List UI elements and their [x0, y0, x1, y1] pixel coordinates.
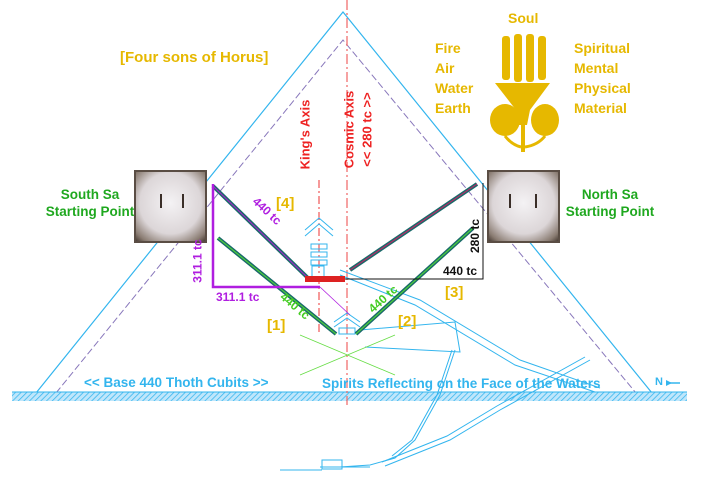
plane-item: Physical: [574, 80, 631, 96]
south-sa-line2: Starting Point: [45, 204, 135, 219]
black-triangle: [345, 183, 484, 280]
black-horizontal-measure: 440 tc: [443, 264, 478, 278]
shaft-3-label: [3]: [445, 284, 464, 301]
elements-list: Fire Air Water Earth: [435, 38, 473, 118]
element-item: Earth: [435, 100, 471, 116]
north-sa-label: North Sa Starting Point: [550, 186, 670, 220]
purple-vertical-measure: 311.1 tc: [190, 239, 205, 283]
north-sa-line1: North Sa: [581, 187, 639, 202]
north-sa-image: [487, 170, 560, 243]
plane-item: Material: [574, 100, 627, 116]
plane-item: Mental: [574, 60, 619, 76]
soul-label: Soul: [508, 10, 539, 26]
plane-item: Spiritual: [574, 40, 631, 56]
shaft-2-label: [2]: [398, 313, 417, 330]
purple-horizontal-measure: 311.1 tc: [216, 290, 260, 304]
shaft-1-label: [1]: [267, 317, 286, 334]
base-label: << Base 440 Thoth Cubits >>: [84, 375, 269, 390]
cosmic-axis-measure: << 280 tc >>: [359, 92, 375, 167]
four-sons-lotus-icon: [490, 34, 559, 152]
diagram-title: [Four sons of Horus]: [120, 49, 269, 66]
ground-band: [12, 392, 687, 401]
element-item: Water: [435, 80, 474, 96]
south-sa-line1: South Sa: [60, 187, 120, 202]
purple-triangle: [211, 184, 320, 289]
planes-list: Spiritual Mental Physical Material: [574, 38, 631, 118]
kings-axis-label: King's Axis: [297, 99, 313, 170]
south-sa-label: South Sa Starting Point: [30, 186, 150, 220]
pyramid-core-outline: [55, 39, 637, 394]
cosmic-axis-label: Cosmic Axis: [341, 90, 357, 169]
passages: [280, 217, 601, 471]
element-item: Fire: [435, 40, 461, 56]
waters-label: Spirits Reflecting on the Face of the Wa…: [322, 376, 601, 391]
shaft-4-label: [4]: [276, 195, 295, 212]
black-vertical-measure: 280 tc: [468, 218, 483, 254]
north-sa-line2: Starting Point: [565, 204, 655, 219]
element-item: Air: [435, 60, 455, 76]
south-sa-image: [134, 170, 207, 243]
pyramid-outline: [35, 11, 653, 394]
north-marker: N: [655, 376, 663, 388]
